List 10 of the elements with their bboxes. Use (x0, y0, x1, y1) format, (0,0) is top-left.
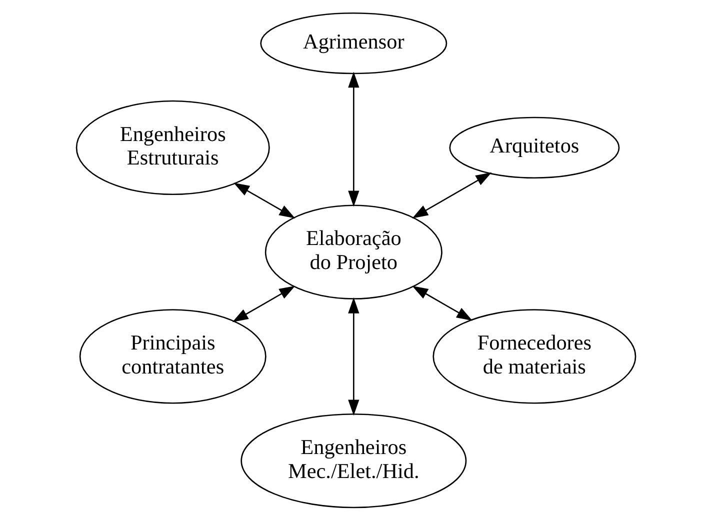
node-ellipse: Fornecedores de materiais (432, 309, 636, 404)
arrow (348, 72, 360, 207)
node-ellipse: Engenheiros Mec./Elet./Hid. (240, 413, 467, 508)
arrow (232, 286, 296, 322)
node-ellipse: Arquitetos (449, 116, 620, 179)
arrow (412, 172, 492, 218)
arrow (348, 297, 360, 416)
arrow (412, 286, 473, 321)
arrow (234, 182, 296, 218)
node-ellipse: Agrimensor (260, 12, 448, 74)
